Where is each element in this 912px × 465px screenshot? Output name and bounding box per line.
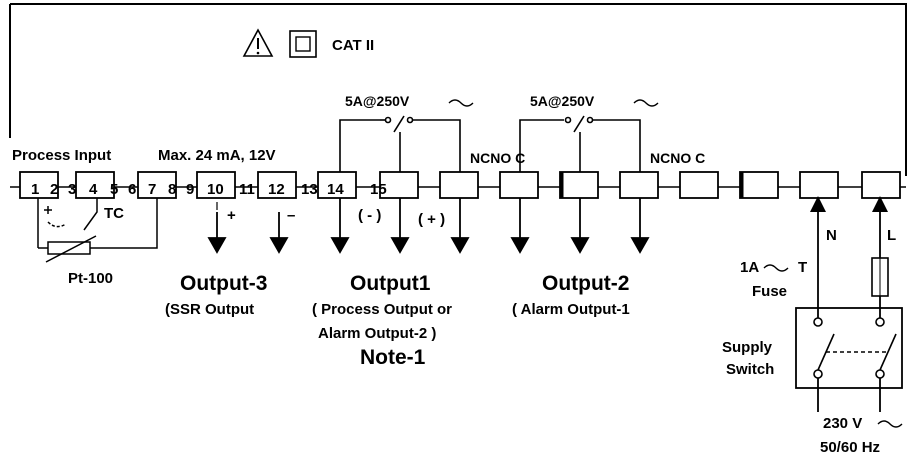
terminal-box bbox=[75, 171, 115, 199]
input-rating-label: Max. 24 mA, 12V bbox=[158, 147, 276, 164]
sensor-wiring bbox=[37, 198, 158, 263]
terminal-number-7: 7 bbox=[148, 181, 156, 198]
output2-title: Output-2 bbox=[542, 272, 629, 295]
ac-symbol-icon bbox=[633, 99, 659, 107]
relay2-wiring bbox=[519, 115, 641, 178]
terminal-number-10: 10 bbox=[207, 181, 224, 198]
frequency-label: 50/60 Hz bbox=[820, 439, 880, 456]
terminal-number-2: 2 bbox=[50, 181, 58, 198]
process-input-label: Process Input bbox=[12, 147, 111, 164]
terminal-numbers: 1 2 3 4 5 6 7 8 9 10 11 12 13 14 15 bbox=[31, 181, 387, 198]
terminal-number-11: 11 bbox=[239, 181, 255, 198]
output1-plus: ( + ) bbox=[418, 211, 445, 228]
output1-line1: ( Process Output or bbox=[312, 301, 452, 318]
output1-line2: Alarm Output-2 ) bbox=[318, 325, 436, 342]
terminal-box bbox=[679, 171, 719, 199]
terminal-box bbox=[799, 171, 839, 199]
relay1-wiring bbox=[339, 115, 461, 178]
terminal-number-9: 9 bbox=[186, 181, 194, 198]
line-label: L bbox=[887, 227, 896, 244]
output-arrows bbox=[207, 198, 650, 254]
output3-plus: + bbox=[227, 207, 236, 224]
terminal-box bbox=[257, 171, 297, 199]
double-insulation-icon bbox=[289, 30, 317, 58]
fuse-suffix: T bbox=[798, 259, 807, 276]
output3-subtitle: (SSR Output bbox=[165, 301, 254, 318]
terminal-box bbox=[861, 171, 901, 199]
voltage-label: 230 V bbox=[823, 415, 862, 432]
ac-symbol-icon bbox=[877, 420, 903, 428]
terminal-box bbox=[739, 171, 779, 199]
terminal-box bbox=[317, 171, 357, 199]
switch-label-1: Supply bbox=[722, 339, 773, 356]
category-label: CAT II bbox=[332, 37, 374, 54]
terminal-number-13: 13 bbox=[301, 181, 318, 198]
terminal-strip bbox=[19, 171, 901, 199]
supply-switch-box bbox=[795, 307, 903, 389]
terminal-number-5: 5 bbox=[110, 181, 118, 198]
neutral-label: N bbox=[826, 227, 837, 244]
supply-arrows bbox=[810, 196, 888, 212]
output2-subtitle: ( Alarm Output-1 bbox=[512, 301, 630, 318]
relay2-rating: 5A@250V bbox=[530, 93, 595, 109]
output1-title: Output1 bbox=[350, 272, 431, 295]
terminal-box bbox=[559, 171, 599, 199]
terminal-box bbox=[439, 171, 479, 199]
output3-minus: – bbox=[287, 207, 295, 224]
ac-symbol-icon bbox=[763, 264, 789, 272]
terminal-box bbox=[499, 171, 539, 199]
terminal-number-12: 12 bbox=[268, 181, 285, 198]
fuse-label: Fuse bbox=[752, 283, 787, 300]
switch-label-2: Switch bbox=[726, 361, 774, 378]
terminal-box bbox=[137, 171, 177, 199]
relay1-rating: 5A@250V bbox=[345, 93, 410, 109]
supply-switch-icon bbox=[813, 317, 897, 379]
terminal-number-3: 3 bbox=[68, 181, 76, 198]
terminal-box bbox=[379, 171, 419, 199]
terminal-box bbox=[196, 171, 236, 199]
instrument-housing bbox=[9, 3, 907, 176]
terminal-number-1: 1 bbox=[31, 181, 39, 198]
terminal-number-15: 15 bbox=[370, 181, 387, 198]
terminal-number-6: 6 bbox=[128, 181, 136, 198]
output3-title: Output-3 bbox=[180, 272, 267, 295]
terminal-number-8: 8 bbox=[168, 181, 176, 198]
terminal-number-14: 14 bbox=[327, 181, 344, 198]
terminal-number-4: 4 bbox=[89, 181, 98, 198]
terminal-box bbox=[619, 171, 659, 199]
warning-triangle-icon bbox=[242, 28, 274, 57]
contact-label-2: NCNO C bbox=[650, 150, 705, 166]
terminal-box bbox=[19, 171, 59, 199]
rtd-label: Pt-100 bbox=[68, 270, 113, 287]
fuse-rating: 1A bbox=[740, 259, 759, 276]
output1-minus: ( - ) bbox=[358, 207, 381, 224]
output1-note: Note-1 bbox=[360, 346, 426, 369]
ac-symbol-icon bbox=[448, 99, 474, 107]
tc-label: TC bbox=[104, 205, 124, 222]
contact-label-1: NCNO C bbox=[470, 150, 525, 166]
